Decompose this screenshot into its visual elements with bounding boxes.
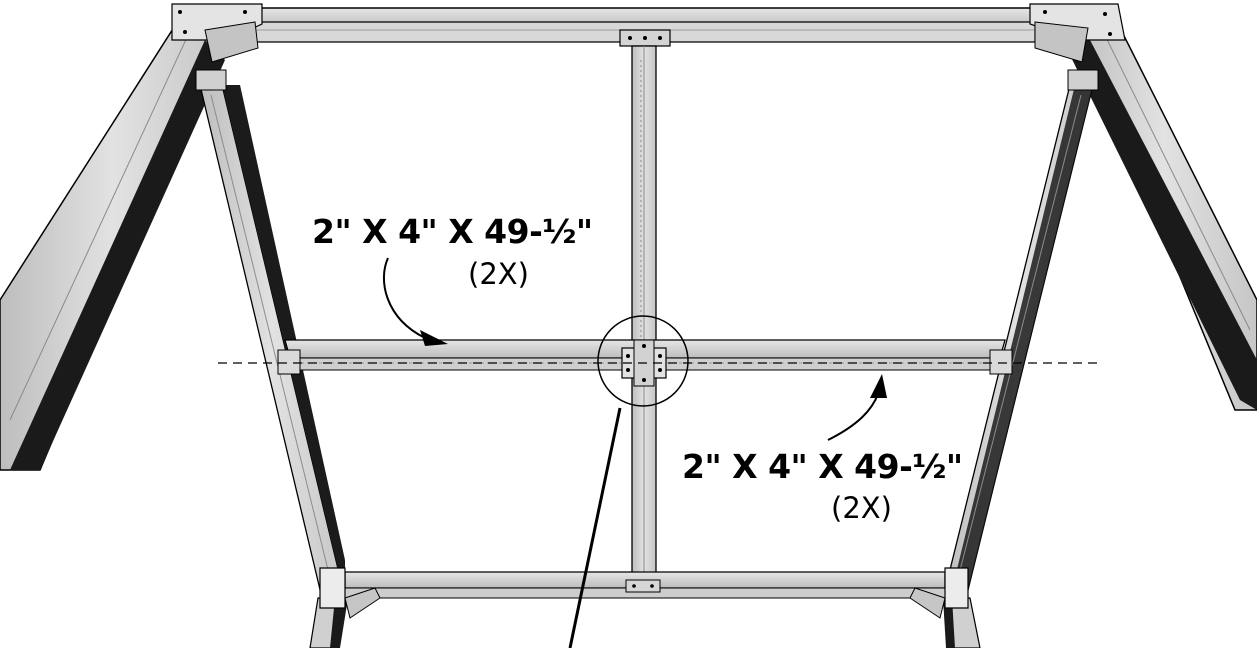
right-outer-leg <box>1065 7 1257 411</box>
left-lower-post <box>309 597 348 648</box>
upper-left-quantity-label: (2X) <box>468 257 529 291</box>
left-outer-leg <box>0 9 226 471</box>
lower-right-quantity-label: (2X) <box>831 491 892 525</box>
bottom-beam <box>344 571 946 599</box>
left-inner-post <box>195 69 346 599</box>
top-center-bracket <box>619 29 671 47</box>
lower-right-dimension-label: 2" X 4" X 49-½" <box>682 447 963 486</box>
right-inner-post <box>942 69 1099 599</box>
detail-leader-line <box>568 407 622 648</box>
top-right-corner-bracket <box>1029 3 1126 63</box>
top-beam <box>174 7 1091 43</box>
upper-left-callout-arrow <box>382 257 448 346</box>
detail-circle <box>597 315 689 407</box>
top-left-corner-bracket <box>171 3 263 63</box>
bottom-right-corner-bracket <box>909 567 969 619</box>
lower-right-callout-arrow <box>827 374 887 441</box>
bottom-left-corner-bracket <box>319 567 381 619</box>
upper-left-dimension-label: 2" X 4" X 49-½" <box>312 212 593 251</box>
